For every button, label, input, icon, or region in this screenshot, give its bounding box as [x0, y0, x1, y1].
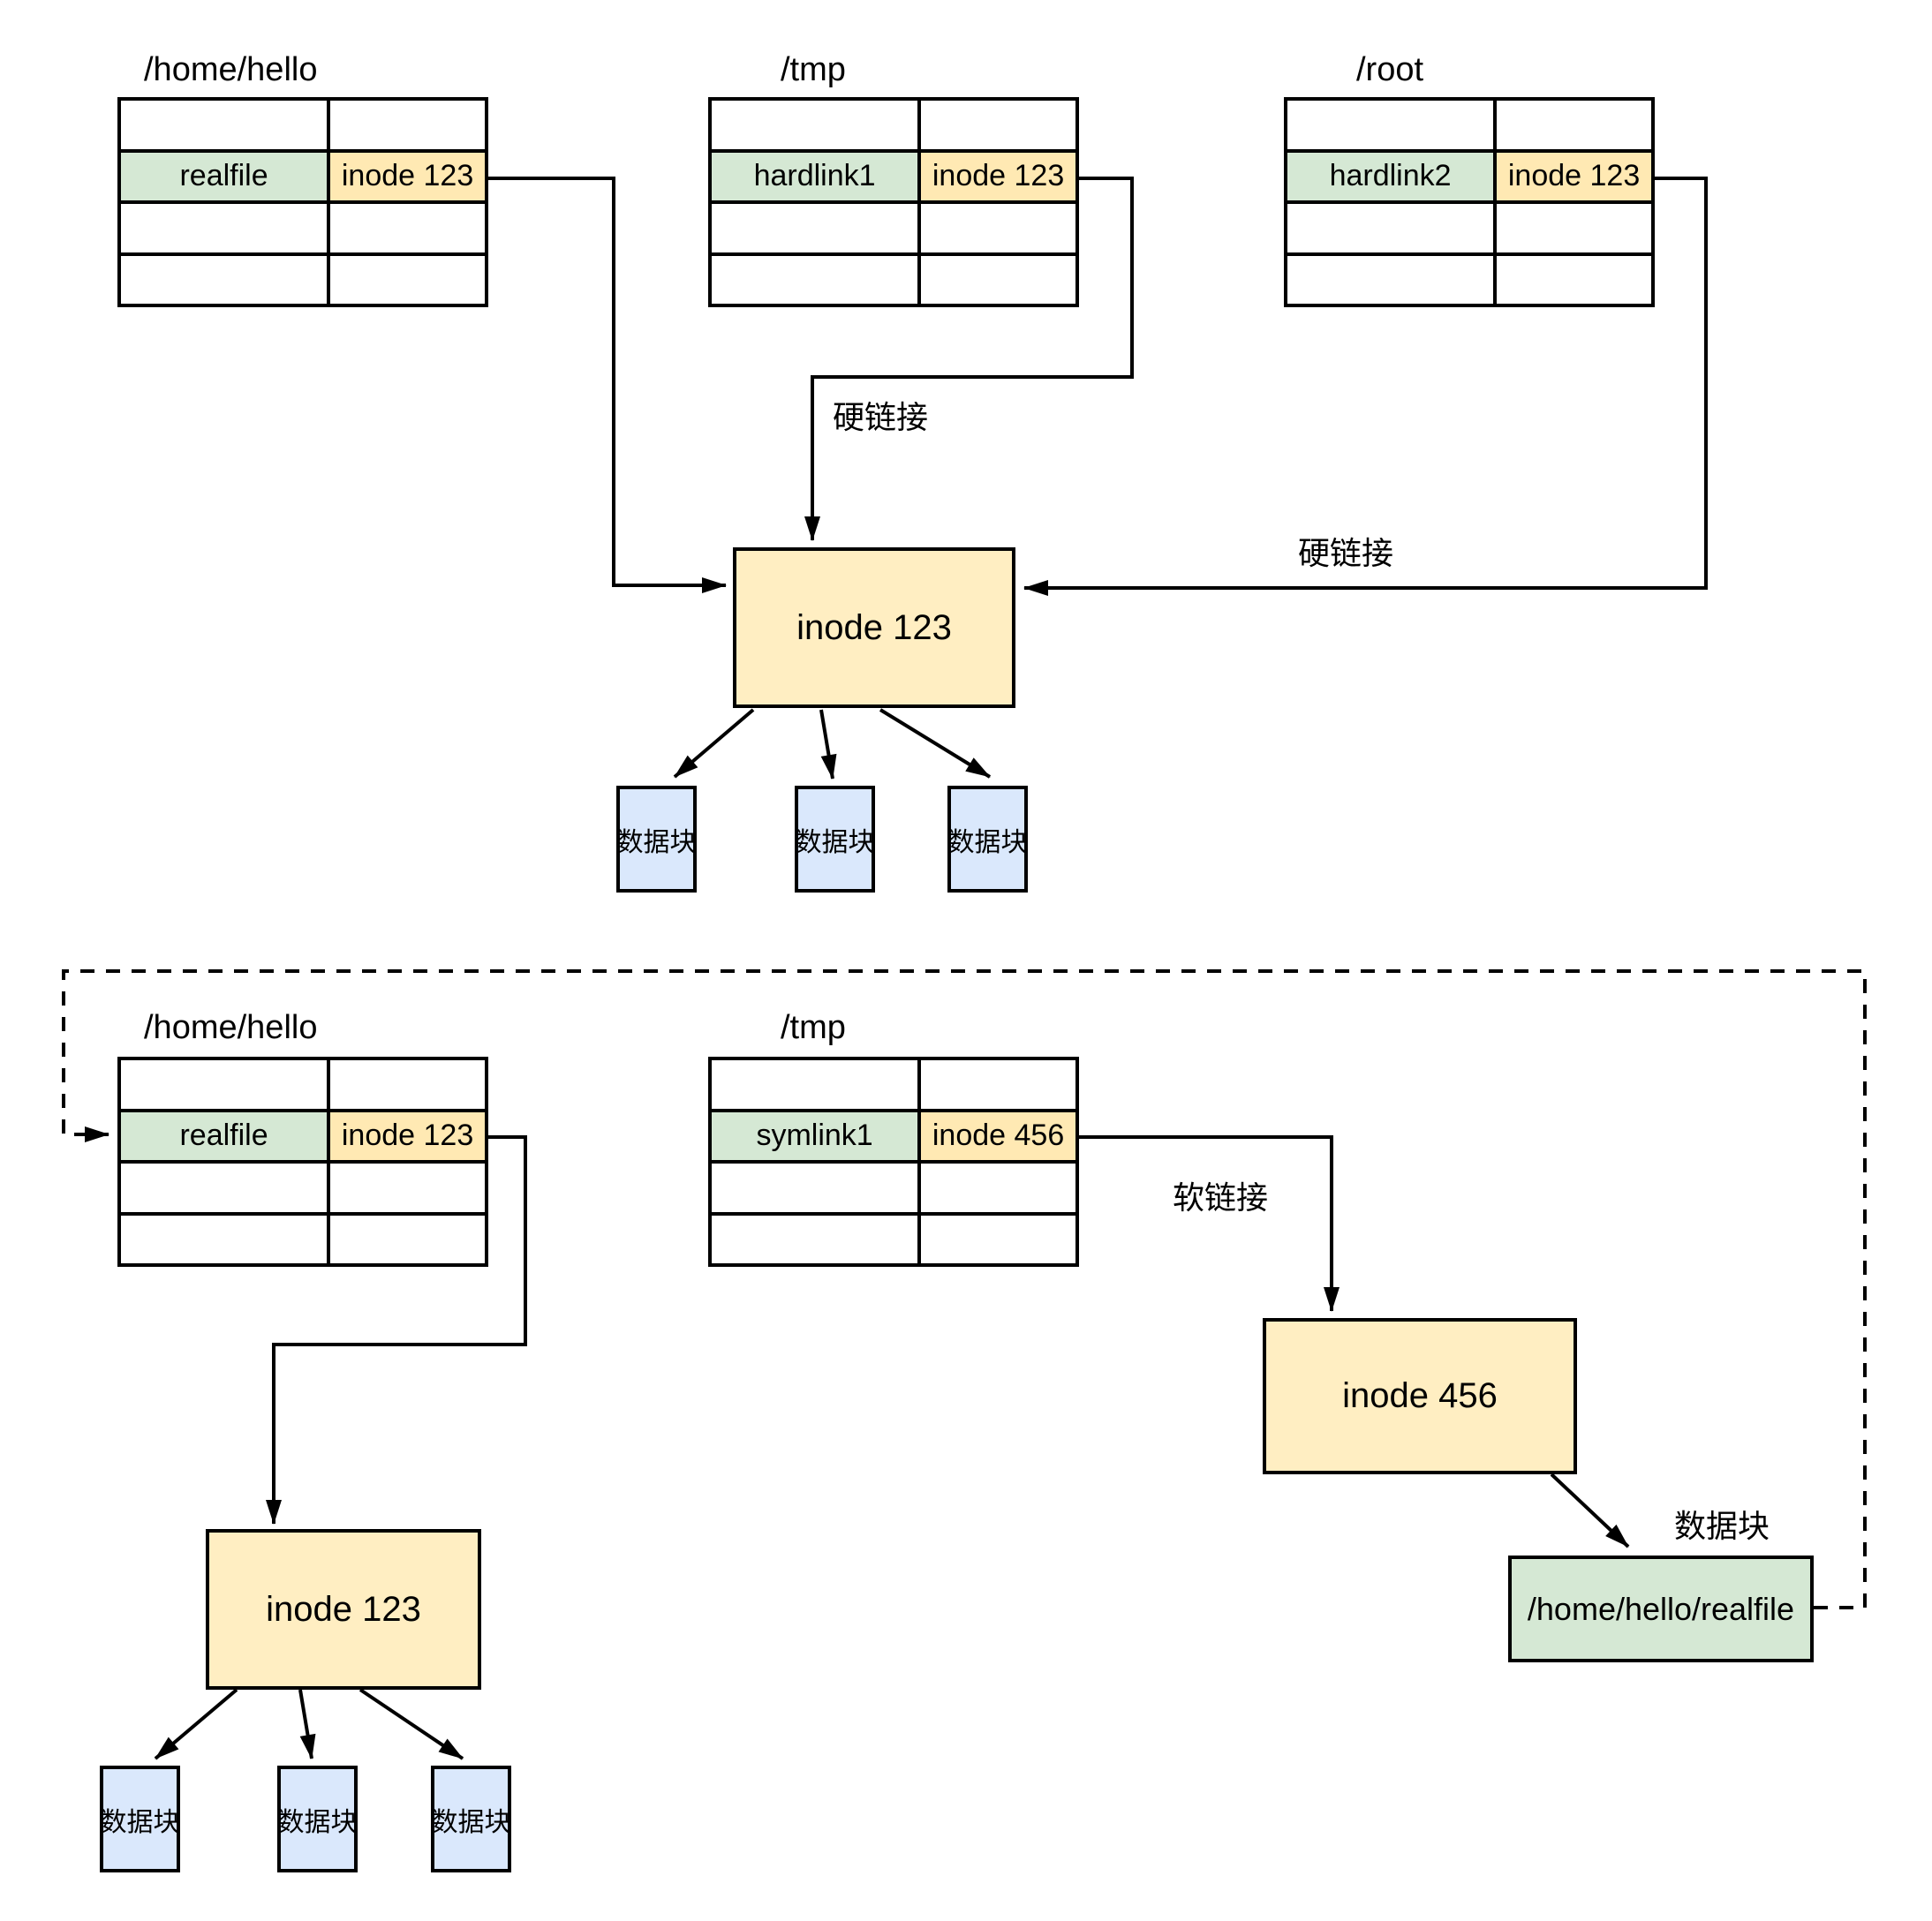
directory-table-root: hardlink2 inode 123: [1284, 97, 1655, 307]
table-row: [121, 252, 485, 304]
table-row: [712, 1060, 1075, 1109]
entry-inode-cell: inode 123: [1493, 152, 1651, 200]
dir-title-home-hello: /home/hello: [144, 51, 318, 88]
arrow-inode123-to-block3: [879, 708, 992, 779]
inode-456-box: inode 456: [1263, 1318, 1577, 1474]
table-row: [121, 101, 485, 149]
arrow-inode123-to-block2: [819, 709, 837, 780]
datablock-edge-label: 数据块: [1674, 1508, 1770, 1544]
hardlink-label-right: 硬链接: [1298, 535, 1394, 571]
dir-title-tmp-2: /tmp: [781, 1009, 846, 1046]
arrow-inode123b-to-block3: [358, 1688, 464, 1760]
table-row: hardlink2 inode 123: [1287, 148, 1651, 200]
arrow-inode123-to-block1: [673, 708, 755, 779]
dir-title-tmp: /tmp: [781, 51, 846, 88]
table-row: [1287, 252, 1651, 304]
entry-name-cell: symlink1: [712, 1111, 918, 1160]
entry-inode-cell: inode 123: [327, 152, 485, 200]
data-block: 数据块: [795, 786, 875, 893]
arrow-inode456-to-target: [1550, 1473, 1630, 1548]
directory-table-tmp-2: symlink1 inode 456: [708, 1057, 1079, 1267]
softlink-label: 软链接: [1173, 1179, 1269, 1216]
directory-table-tmp: hardlink1 inode 123: [708, 97, 1079, 307]
inode-123-box: inode 123: [733, 547, 1015, 708]
arrow-symlink1-to-inode456: [1079, 1135, 1340, 1312]
dir-title-home-hello-2: /home/hello: [144, 1009, 318, 1046]
inode-123-box-2: inode 123: [206, 1529, 481, 1690]
table-row: realfile inode 123: [121, 148, 485, 200]
table-row: [712, 1211, 1075, 1263]
data-block: 数据块: [431, 1766, 511, 1872]
table-row: [712, 252, 1075, 304]
dir-title-root: /root: [1356, 51, 1424, 88]
arrow-inode123b-to-block1: [154, 1688, 238, 1760]
directory-table-home-hello-2: realfile inode 123: [117, 1057, 488, 1267]
table-row: [1287, 200, 1651, 252]
table-row: [121, 200, 485, 252]
data-block: 数据块: [947, 786, 1028, 893]
data-block: 数据块: [616, 786, 697, 893]
table-row: [1287, 101, 1651, 149]
table-row: [121, 1160, 485, 1212]
arrow-inode123b-to-block2: [298, 1689, 316, 1759]
table-row: [121, 1211, 485, 1263]
data-block: 数据块: [277, 1766, 358, 1872]
table-row: hardlink1 inode 123: [712, 148, 1075, 200]
table-row: [712, 200, 1075, 252]
hardlink-label-top: 硬链接: [833, 399, 929, 435]
entry-inode-cell: inode 456: [917, 1111, 1075, 1160]
entry-name-cell: realfile: [121, 152, 328, 200]
table-row: [712, 101, 1075, 149]
table-row: [121, 1060, 485, 1109]
data-block: 数据块: [100, 1766, 180, 1872]
entry-inode-cell: inode 123: [917, 152, 1075, 200]
entry-name-cell: realfile: [121, 1111, 328, 1160]
target-path-box: /home/hello/realfile: [1508, 1556, 1814, 1662]
entry-inode-cell: inode 123: [327, 1111, 485, 1160]
directory-table-home-hello: realfile inode 123: [117, 97, 488, 307]
entry-name-cell: hardlink2: [1287, 152, 1494, 200]
table-row: [712, 1160, 1075, 1212]
table-row: symlink1 inode 456: [712, 1108, 1075, 1160]
entry-name-cell: hardlink1: [712, 152, 918, 200]
table-row: realfile inode 123: [121, 1108, 485, 1160]
arrow-homehello-to-inode123: [488, 177, 727, 593]
